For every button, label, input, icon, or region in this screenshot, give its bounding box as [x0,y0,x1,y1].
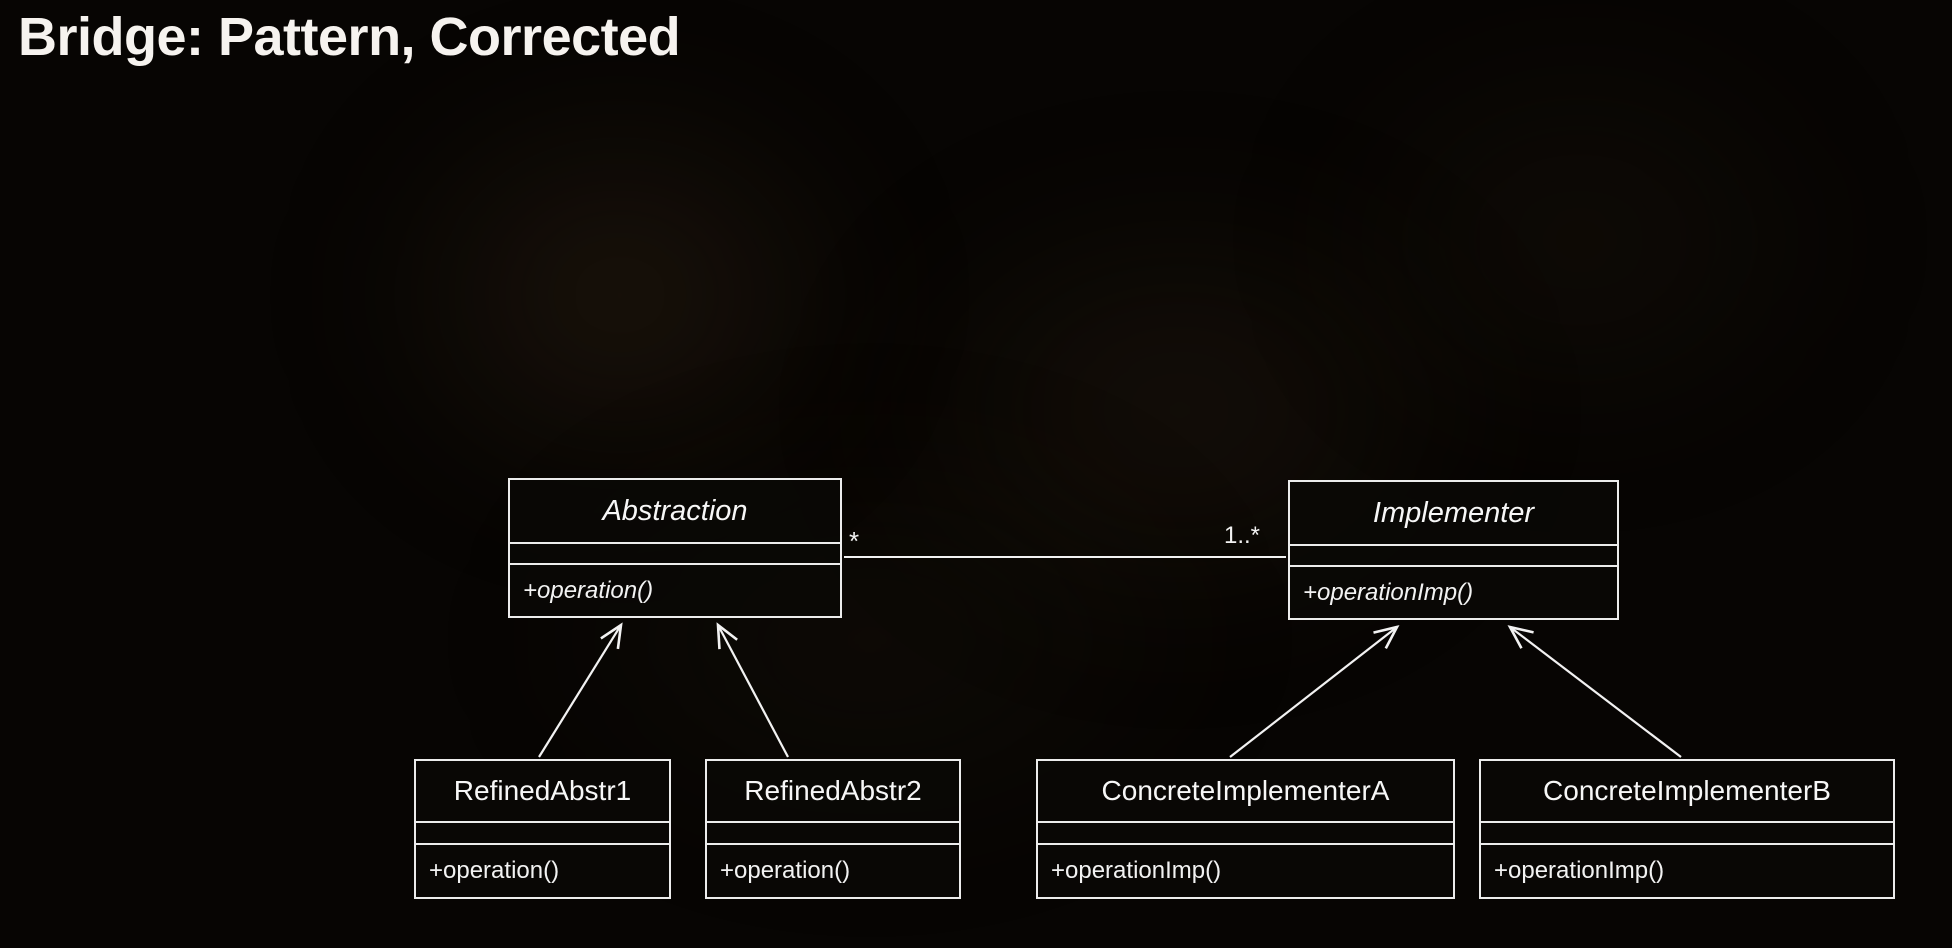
class-box-refinedabstr1: RefinedAbstr1 +operation() [414,759,671,899]
generalization-arrow-concreteimplementerb-to-implementer [1507,625,1682,758]
class-box-abstraction: Abstraction +operation() [508,478,842,618]
class-attributes-compartment [1290,546,1617,567]
class-attributes-compartment [1481,823,1893,845]
generalization-arrow-refinedabstr1-to-abstraction [538,622,623,758]
class-title: ConcreteImplementerA [1038,761,1453,823]
class-method: +operationImp() [1494,857,1665,884]
class-method: +operation() [523,576,654,604]
multiplicity-label-abstraction-end: * [849,526,860,556]
multiplicity-label-implementer-end: 1..* [1224,522,1261,549]
class-attributes-compartment [707,823,959,845]
class-method: +operation() [720,857,851,884]
class-title: RefinedAbstr1 [416,761,669,823]
slide-title: Bridge: Pattern, Corrected [18,7,681,67]
class-attributes-compartment [510,544,840,565]
class-method: +operationImp() [1303,578,1474,606]
generalization-arrow-refinedabstr2-to-abstraction [716,622,789,758]
class-box-concreteimplementerb: ConcreteImplementerB +operationImp() [1479,759,1895,899]
class-title: Abstraction [510,480,840,544]
class-attributes-compartment [1038,823,1453,845]
class-title: ConcreteImplementerB [1481,761,1893,823]
class-box-concreteimplementera: ConcreteImplementerA +operationImp() [1036,759,1455,899]
class-attributes-compartment [416,823,669,845]
class-title: Implementer [1290,482,1617,546]
class-box-implementer: Implementer +operationImp() [1288,480,1619,620]
class-box-refinedabstr2: RefinedAbstr2 +operation() [705,759,961,899]
class-title: RefinedAbstr2 [707,761,959,823]
generalization-arrow-concreteimplementera-to-implementer [1229,625,1400,758]
class-method: +operationImp() [1051,857,1222,884]
class-method: +operation() [429,857,560,884]
